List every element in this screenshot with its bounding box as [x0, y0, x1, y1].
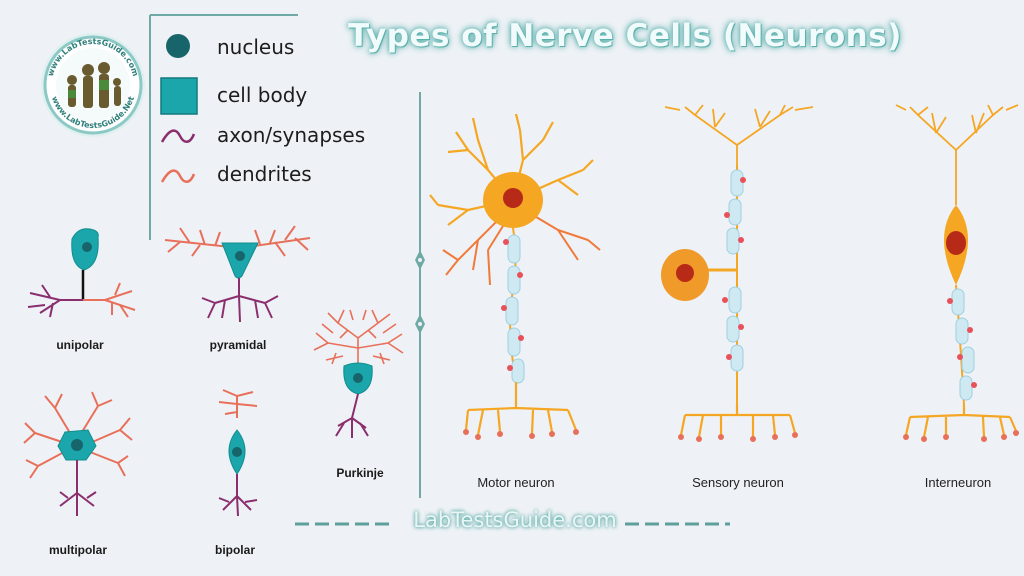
- label-interneuron: Interneuron: [924, 475, 992, 490]
- unipolar-cell-diagram: [27, 228, 136, 318]
- label-motor-neuron: Motor neuron: [477, 475, 555, 490]
- logo: www.LabTestsGuide.com www.LabTestsGuide.…: [41, 33, 145, 137]
- label-pyramidal: pyramidal: [209, 338, 267, 352]
- watermark-text: LabTestsGuide.com: [413, 508, 617, 532]
- page-title: Types of Nerve Cells (Neurons): [348, 18, 902, 54]
- purkinje-cell-diagram: [313, 309, 404, 438]
- label-unipolar: unipolar: [56, 338, 104, 352]
- label-bipolar: bipolar: [214, 543, 255, 557]
- cell-body-icon: [160, 77, 198, 115]
- label-multipolar: multipolar: [48, 543, 107, 557]
- interneuron-diagram: [895, 104, 1019, 442]
- legend-dendrites: dendrites: [217, 162, 312, 186]
- sensory-neuron-diagram: [661, 104, 814, 442]
- dendrite-icon: [160, 169, 196, 183]
- nucleus-icon: [166, 34, 190, 58]
- legend-cell-body: cell body: [217, 83, 308, 107]
- multipolar-cell-diagram: [23, 391, 133, 516]
- axon-icon: [160, 129, 196, 143]
- legend-axon: axon/synapses: [217, 123, 366, 147]
- watermark-dashes: [295, 522, 730, 526]
- bipolar-cell-diagram: [218, 389, 258, 517]
- pyramidal-cell-diagram: [164, 225, 311, 323]
- label-purkinje: Purkinje: [336, 466, 384, 480]
- motor-neuron-diagram: [429, 113, 601, 440]
- legend-nucleus: nucleus: [217, 35, 295, 59]
- label-sensory-neuron: Sensory neuron: [692, 475, 784, 490]
